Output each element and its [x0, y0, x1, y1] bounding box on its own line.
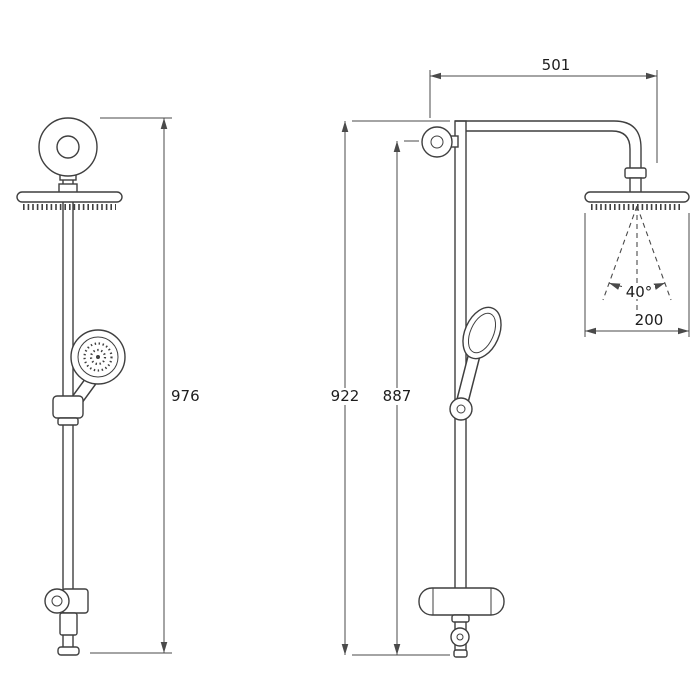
column-end-cap	[453, 649, 468, 658]
holder-knob	[449, 397, 473, 421]
rain-head-plate	[584, 191, 690, 203]
spray-cone: 40°	[602, 205, 672, 316]
spray-left-line	[602, 205, 638, 301]
dimension-501: 501	[429, 56, 658, 163]
hand-shower-head-outer	[462, 306, 502, 360]
dimension-976: 976	[90, 117, 200, 654]
valve-lower-flange	[451, 614, 470, 623]
hand-shower-spray-ring-inner	[89, 348, 107, 366]
rail-end-cap	[57, 646, 80, 656]
bottom-stem	[59, 612, 78, 636]
diverter-knob-inner	[456, 633, 464, 641]
bottom-knob-inner	[51, 595, 63, 607]
wall-ring-outer	[38, 117, 98, 177]
label-bg-922	[327, 388, 363, 405]
dim-label-501: 501	[542, 56, 571, 74]
thermostatic-valve	[418, 587, 505, 658]
dim-label-887: 887	[383, 387, 412, 405]
right-view-shower-column: 40° 200 501 922 887	[327, 56, 690, 658]
head-nut	[624, 167, 647, 179]
hand-shower-head-inner	[467, 312, 497, 354]
wall-flange-outer	[421, 126, 453, 158]
slider-clamp	[57, 417, 79, 426]
slider-holder	[52, 395, 84, 419]
diverter-knob	[450, 627, 470, 647]
hand-shower-center-dot	[96, 355, 100, 359]
hand-shower-spray-ring-outer	[83, 342, 113, 372]
dimension-887: 887	[379, 140, 419, 655]
dimension-200: 200	[584, 213, 690, 337]
holder-knob-inner	[456, 404, 466, 414]
arm-inner	[466, 130, 631, 170]
hand-shower-head-inner	[77, 336, 119, 378]
dim-label-922: 922	[331, 387, 360, 405]
column-hand-shower	[449, 306, 502, 421]
dim-label-40deg: 40°	[626, 283, 653, 301]
dimension-922: 922	[327, 120, 450, 656]
left-view-shower-rail: 976	[16, 117, 200, 656]
hand-shower-handle	[458, 351, 479, 404]
dim-label-200: 200	[635, 311, 664, 329]
bottom-knob	[44, 588, 70, 614]
overhead-shower-plate	[16, 191, 123, 203]
arm-outer	[455, 120, 642, 170]
label-bg-887	[379, 388, 415, 405]
wall-flange-inner	[430, 135, 444, 149]
dim-label-976: 976	[171, 387, 200, 405]
spray-right-line	[636, 205, 672, 301]
wall-ring-inner	[56, 135, 80, 159]
angle-label-bg	[622, 285, 655, 299]
